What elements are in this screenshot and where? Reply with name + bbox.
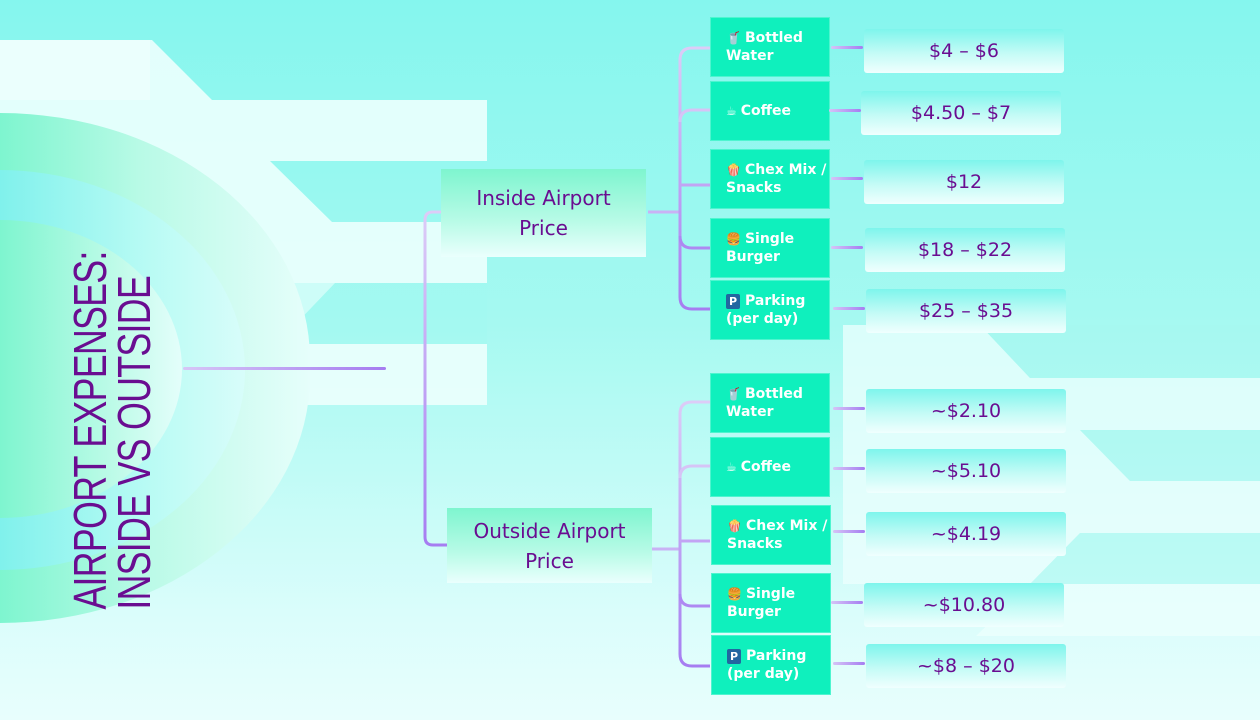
price-value: $4 – $6 bbox=[929, 40, 999, 62]
price-connector bbox=[833, 662, 865, 665]
price-value: ~$5.10 bbox=[930, 460, 1002, 482]
cup-with-straw-icon: 🥤 bbox=[726, 387, 741, 401]
branch-label: Outside Airport Price bbox=[473, 518, 626, 573]
price-box: ~$10.80 bbox=[864, 583, 1064, 627]
item-label: Parking (per day) bbox=[726, 293, 806, 327]
price-value: ~$4.19 bbox=[930, 523, 1002, 545]
item-label: Bottled Water bbox=[726, 30, 803, 64]
root-connector bbox=[183, 367, 386, 370]
price-value: $4.50 – $7 bbox=[910, 102, 1012, 124]
price-box: ~$8 – $20 bbox=[866, 644, 1066, 688]
price-box: $4 – $6 bbox=[864, 29, 1064, 73]
price-value: ~$8 – $20 bbox=[917, 655, 1015, 677]
price-box: $12 bbox=[864, 160, 1064, 204]
price-connector bbox=[833, 307, 865, 310]
item-node-burger[interactable]: 🍔Single Burger bbox=[710, 218, 830, 278]
item-node-coffee[interactable]: ☕Coffee bbox=[710, 81, 830, 141]
price-box: ~$5.10 bbox=[866, 449, 1066, 493]
price-connector bbox=[833, 407, 865, 410]
item-label: Chex Mix / Snacks bbox=[727, 518, 828, 552]
price-value: $25 – $35 bbox=[918, 300, 1014, 322]
branch-node-inside-airport[interactable]: Inside Airport Price bbox=[441, 169, 646, 257]
price-box: $25 – $35 bbox=[866, 289, 1066, 333]
parking-icon: P bbox=[726, 294, 740, 309]
hot-beverage-icon: ☕ bbox=[726, 104, 737, 118]
branch-node-outside-airport[interactable]: Outside Airport Price bbox=[447, 508, 652, 583]
price-value: $18 – $22 bbox=[917, 239, 1013, 261]
price-connector bbox=[833, 530, 865, 533]
price-value: $12 bbox=[945, 171, 983, 193]
item-node-snacks[interactable]: 🍿Chex Mix / Snacks bbox=[711, 505, 831, 565]
price-connector bbox=[829, 109, 861, 112]
hot-beverage-icon: ☕ bbox=[726, 460, 737, 474]
item-node-bottled-water[interactable]: 🥤Bottled Water bbox=[710, 373, 830, 433]
item-label: Chex Mix / Snacks bbox=[726, 162, 827, 196]
price-value: ~$10.80 bbox=[922, 594, 1006, 616]
item-node-coffee[interactable]: ☕Coffee bbox=[710, 437, 830, 497]
price-connector bbox=[833, 467, 865, 470]
price-box: $18 – $22 bbox=[865, 228, 1065, 272]
price-box: ~$4.19 bbox=[866, 512, 1066, 556]
item-label: Single Burger bbox=[727, 586, 796, 620]
price-connector bbox=[831, 246, 863, 249]
hamburger-icon: 🍔 bbox=[727, 587, 742, 601]
popcorn-icon: 🍿 bbox=[727, 519, 742, 533]
price-connector bbox=[831, 46, 863, 49]
item-label: Bottled Water bbox=[726, 386, 803, 420]
branch-label: Inside Airport Price bbox=[476, 186, 611, 240]
item-node-bottled-water[interactable]: 🥤Bottled Water bbox=[710, 17, 830, 77]
price-value: ~$2.10 bbox=[930, 400, 1002, 422]
price-box: ~$2.10 bbox=[866, 389, 1066, 433]
hamburger-icon: 🍔 bbox=[726, 232, 741, 246]
cup-with-straw-icon: 🥤 bbox=[726, 31, 741, 45]
item-node-snacks[interactable]: 🍿Chex Mix / Snacks bbox=[710, 149, 830, 209]
item-label: Single Burger bbox=[726, 231, 795, 265]
item-label: Coffee bbox=[740, 103, 791, 119]
item-node-burger[interactable]: 🍔Single Burger bbox=[711, 573, 831, 633]
price-connector bbox=[831, 177, 863, 180]
item-label: Parking (per day) bbox=[727, 648, 807, 682]
parking-icon: P bbox=[727, 649, 741, 664]
price-connector bbox=[831, 601, 863, 604]
popcorn-icon: 🍿 bbox=[726, 163, 741, 177]
item-label: Coffee bbox=[740, 459, 791, 475]
price-box: $4.50 – $7 bbox=[861, 91, 1061, 135]
